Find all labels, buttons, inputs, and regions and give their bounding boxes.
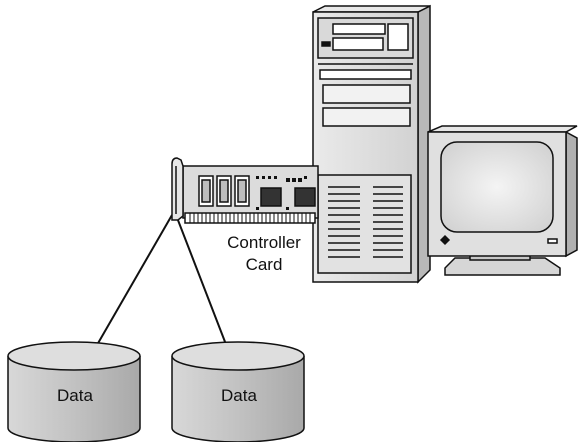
cable-to-disk-1	[96, 214, 173, 346]
cable-to-disk-2	[175, 214, 228, 348]
cable-lines	[96, 214, 228, 348]
controller-card-label-line2: Card	[245, 255, 283, 274]
controller-card-icon	[171, 157, 319, 224]
disk-1-label: Data	[57, 386, 93, 405]
disk-2-label: Data	[221, 386, 257, 405]
disk-cylinder-icon-1	[7, 341, 141, 442]
controller-card-label-line1: Controller	[227, 233, 301, 252]
disk-cylinder-icon-2	[171, 341, 305, 442]
server-tower-icon	[312, 4, 431, 284]
crt-monitor-icon	[427, 125, 578, 276]
